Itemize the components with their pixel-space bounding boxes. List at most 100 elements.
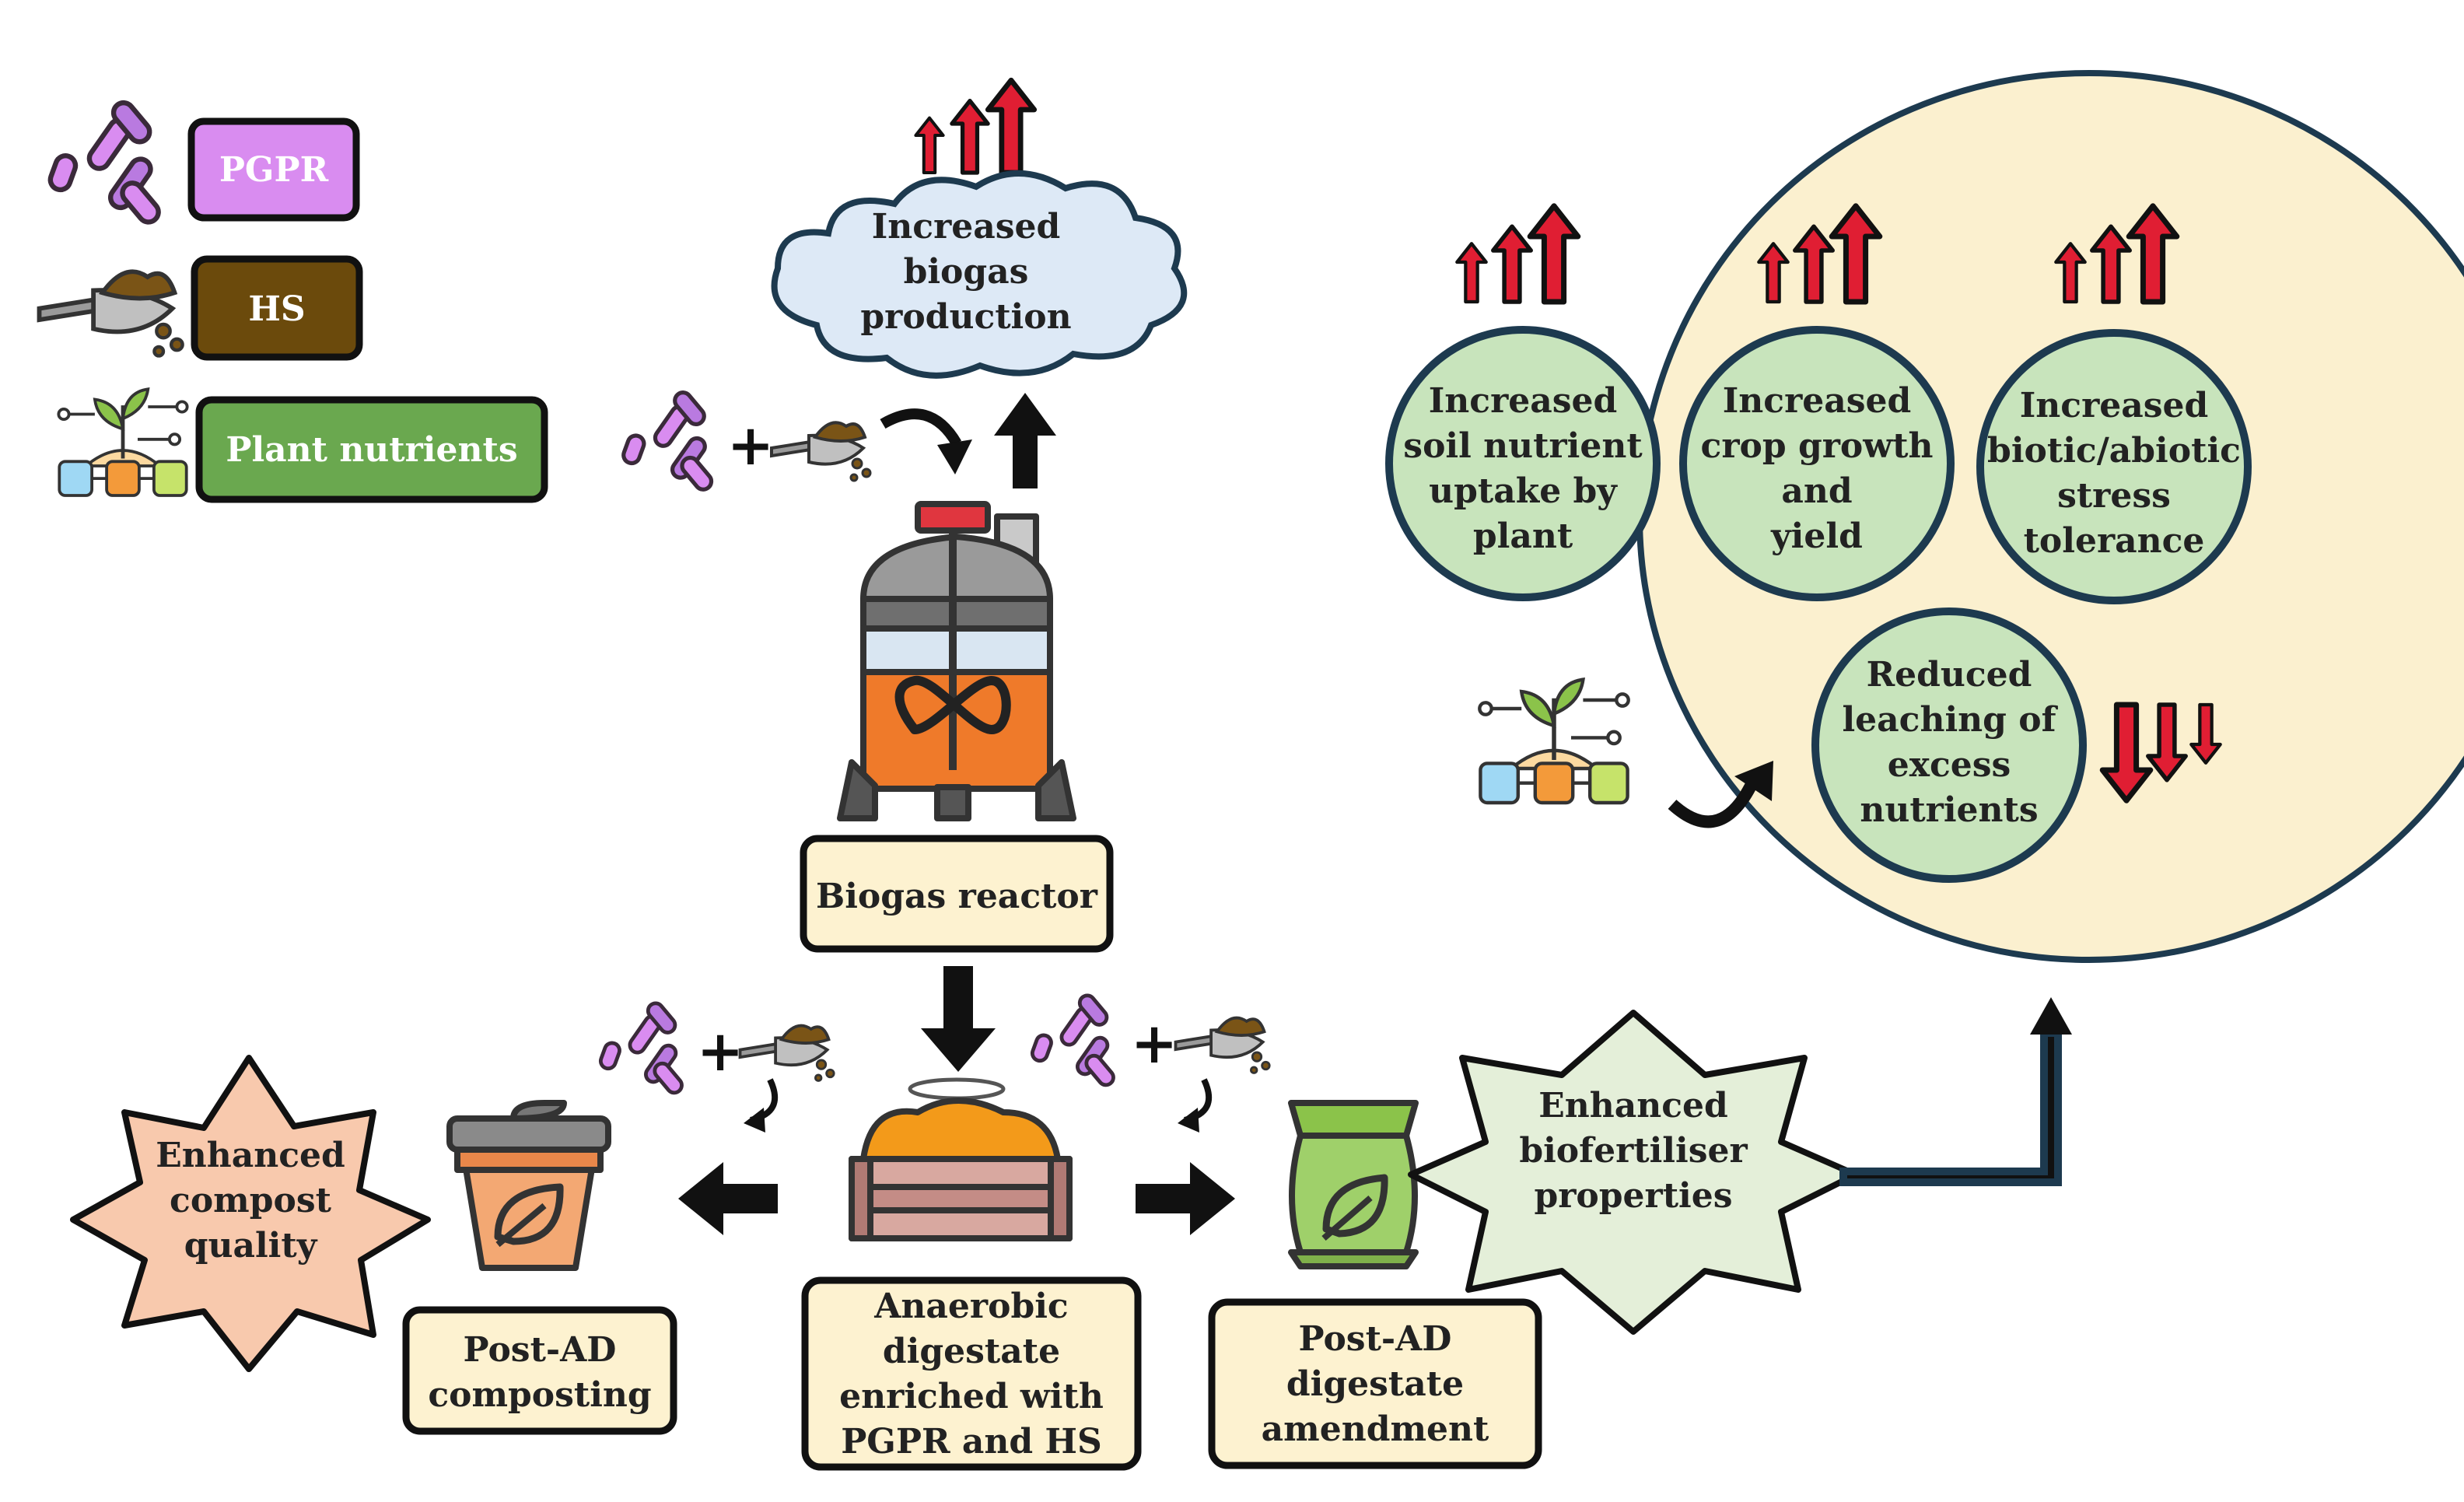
biofert-star-line-3: properties — [1534, 1176, 1732, 1216]
leaching-line-4: nutrients — [1860, 790, 2038, 830]
cloud-line-2: biogas — [904, 252, 1029, 292]
stress-line-4: tolerance — [2024, 521, 2205, 561]
bacteria-icon — [599, 1000, 685, 1096]
crop-line-1: Increased — [1723, 381, 1912, 421]
fertiliser-bag-icon — [1288, 1100, 1419, 1269]
biofert-star-line-2: biofertiliser — [1519, 1131, 1748, 1171]
composting-label-frame — [402, 1306, 677, 1435]
biogas-reactor-label-box: Biogas reactor — [800, 835, 1114, 953]
legend-item-pgpr: PGPR — [47, 99, 360, 226]
digestate-line-1: Anaerobic — [873, 1287, 1068, 1326]
amendment-inputs: + — [1031, 993, 1272, 1133]
benefit-stress-tolerance: Increased biotic/abiotic stress toleranc… — [1976, 206, 2252, 604]
plus-sign: + — [1131, 1010, 1178, 1076]
composting-line-2: composting — [428, 1375, 651, 1415]
composting-label-box: Post-AD composting — [402, 1306, 677, 1435]
red-up-arrow-icon — [1530, 206, 1578, 302]
digestate-line-4: PGPR and HS — [841, 1422, 1102, 1462]
benefit-circle — [1976, 329, 2252, 604]
digestate-line-2: digestate — [883, 1332, 1060, 1371]
soil-line-4: plant — [1473, 516, 1573, 556]
benefit-crop-growth: Increased crop growth and yield — [1679, 206, 1955, 601]
benefit-soil-nutrient-uptake: Increased soil nutrient uptake by plant — [1385, 206, 1661, 601]
right-arrow-icon — [1136, 1162, 1235, 1235]
stress-line-2: biotic/abiotic — [1987, 431, 2241, 471]
compost-quality-star: Enhanced compost quality — [70, 1055, 431, 1372]
amendment-label-frame — [1208, 1298, 1542, 1469]
amendment-line-3: amendment — [1262, 1409, 1489, 1449]
legend-label-nutrients: Plant nutrients — [226, 430, 517, 470]
bacteria-icon — [1031, 993, 1117, 1088]
benefit-reduced-leaching: Reduced leaching of excess nutrients — [1811, 607, 2221, 883]
legend-label-pgpr: PGPR — [219, 150, 329, 190]
composting-line-1: Post-AD — [464, 1330, 617, 1370]
soil-scoop-icon — [738, 1024, 836, 1083]
legend-swatch-pgpr — [187, 117, 360, 222]
amendment-label-box: Post-AD digestate amendment — [1208, 1298, 1542, 1469]
biogas-increase-arrows — [915, 80, 1034, 173]
red-up-arrow-icon — [915, 118, 943, 173]
compost-star-line-1: Enhanced — [156, 1136, 345, 1175]
reactor-label-frame — [800, 835, 1114, 953]
plus-sign: + — [727, 411, 774, 478]
curved-arrow-head — [1178, 1108, 1199, 1133]
compost-bin-icon — [446, 1100, 611, 1271]
red-up-arrow-icon — [952, 101, 988, 173]
leaching-line-2: leaching of — [1842, 700, 2058, 740]
amendment-line-2: digestate — [1286, 1364, 1464, 1404]
soil-line-1: Increased — [1429, 381, 1618, 421]
legend-swatch-nutrients — [195, 396, 548, 503]
red-up-arrow-icon — [1493, 226, 1531, 302]
crop-line-4: yield — [1770, 516, 1863, 556]
crop-line-3: and — [1781, 471, 1852, 511]
legend-item-hs: HS — [39, 255, 363, 361]
star-shape — [70, 1055, 431, 1372]
leaching-line-3: excess — [1888, 745, 2011, 785]
crop-line-2: crop growth — [1701, 426, 1934, 466]
biofertiliser-properties-star: Enhanced biofertiliser properties — [1408, 1010, 1859, 1335]
npk-plant-icon — [58, 389, 187, 495]
biofert-star-line-1: Enhanced — [1538, 1086, 1728, 1126]
benefits-ellipse: Increased soil nutrient uptake by plant … — [1385, 70, 2464, 963]
digestate-crate-icon — [849, 1077, 1073, 1241]
benefit-circle — [1679, 326, 1955, 601]
biogas-reactor-icon — [837, 501, 1076, 821]
soil-scoop-icon — [770, 421, 872, 482]
plus-sign: + — [697, 1017, 744, 1084]
cloud-line-3: production — [860, 297, 1071, 337]
reactor-inputs: + — [621, 389, 1056, 492]
star-shape — [1408, 1010, 1859, 1335]
up-arrow-icon — [994, 393, 1056, 488]
benefit-circle — [1811, 607, 2087, 883]
reactor-label: Biogas reactor — [816, 877, 1098, 916]
soil-scoop-icon — [1174, 1016, 1272, 1075]
down-arrow-icon — [921, 966, 996, 1072]
bacteria-icon — [47, 99, 163, 226]
red-up-arrow-icon — [988, 80, 1034, 173]
legend-label-hs: HS — [248, 289, 305, 329]
digestate-label-box: Anaerobic digestate enriched with PGPR a… — [801, 1276, 1142, 1471]
soil-line-3: uptake by — [1429, 471, 1618, 511]
left-arrow-icon — [678, 1162, 778, 1235]
biogas-production-cloud: Increased biogas production — [771, 80, 1188, 379]
cloud-shape — [771, 170, 1188, 379]
digestate-line-3: enriched with — [839, 1377, 1104, 1416]
curved-arrow-head — [744, 1108, 765, 1133]
increase-arrows — [1457, 206, 1578, 302]
bacteria-icon — [621, 389, 715, 492]
benefit-circle — [1385, 326, 1661, 601]
legend: PGPR HS Plant nutrients — [39, 99, 548, 503]
composting-inputs: + — [599, 1000, 836, 1133]
curved-arrow-head — [1734, 761, 1773, 801]
stress-line-3: stress — [2057, 476, 2171, 516]
elbow-arrow-icon — [1839, 997, 2072, 1186]
npk-plant-icon — [1479, 680, 1628, 803]
soil-scoop-icon — [39, 271, 182, 355]
compost-star-line-3: quality — [184, 1226, 318, 1266]
stress-line-1: Increased — [2020, 386, 2209, 425]
leaching-line-1: Reduced — [1867, 655, 2032, 695]
digestate-label-frame — [801, 1276, 1142, 1471]
curved-arrow-head — [937, 439, 972, 474]
curved-arrow-icon — [1668, 775, 1761, 828]
